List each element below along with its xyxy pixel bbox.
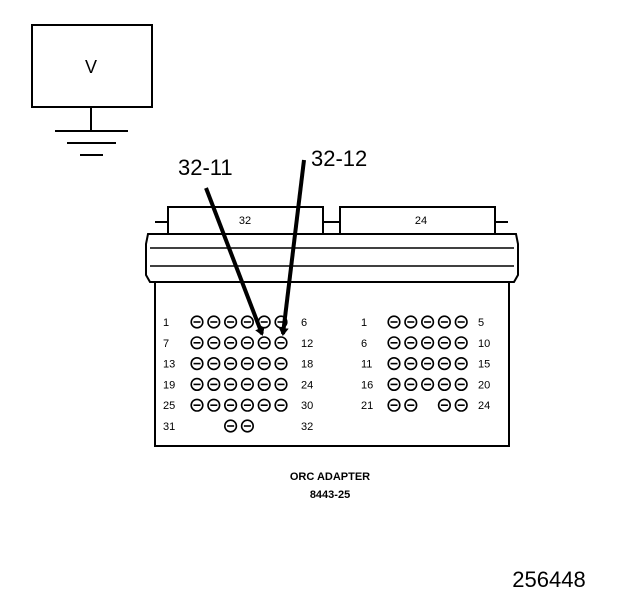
callout-32-11: 32-11 [178, 155, 233, 180]
pin [190, 336, 204, 350]
pin-row-end-label: 30 [301, 400, 313, 412]
pin-row-start-label: 31 [163, 421, 175, 433]
pin-row-start-label: 13 [163, 359, 175, 371]
pin [240, 419, 254, 433]
adapter-rim [145, 233, 519, 283]
pin-row-start-label: 19 [163, 379, 175, 391]
pin-row-end-label: 12 [301, 338, 313, 350]
voltmeter-label: V [85, 57, 97, 77]
probe-arrow-32-11 [204, 187, 265, 336]
pin [421, 377, 435, 392]
pin [224, 377, 238, 392]
pin-row-end-label: 32 [301, 421, 313, 433]
pin-grid-left: 1 6 7 12 13 18 19 24 25 30 31 32 [163, 315, 313, 433]
pin [274, 377, 288, 392]
pin [240, 377, 254, 392]
pin [240, 315, 254, 329]
pin-row-end-label: 18 [301, 359, 313, 371]
pin-row-start-label: 11 [361, 359, 372, 371]
pin [224, 419, 238, 433]
pin [404, 315, 418, 329]
pin-row-start-label: 6 [361, 338, 367, 350]
pin-row-start-label: 1 [361, 317, 367, 329]
pin [274, 398, 288, 412]
pin-row-end-label: 5 [478, 317, 484, 329]
pin [421, 336, 435, 350]
pin [240, 398, 254, 412]
pin [454, 377, 468, 392]
pin [437, 315, 452, 329]
connector-header-left: 32 [239, 215, 251, 227]
pin [404, 357, 418, 371]
pin [224, 398, 238, 412]
pin [190, 357, 204, 371]
pin [387, 398, 401, 412]
pin [387, 315, 401, 329]
pin [404, 398, 418, 412]
adapter-name: ORC ADAPTER [290, 471, 370, 483]
pin [437, 357, 452, 371]
callout-32-12: 32-12 [311, 146, 367, 171]
voltmeter: V [31, 24, 153, 156]
pin [257, 357, 271, 371]
connector-header-right: 24 [415, 215, 427, 227]
pin [437, 336, 452, 350]
pin [421, 315, 435, 329]
figure-number: 256448 [512, 567, 585, 592]
pin [257, 336, 271, 350]
pin [240, 357, 254, 371]
pin-row-start-label: 25 [163, 400, 175, 412]
pin [190, 315, 204, 329]
pin [274, 357, 288, 371]
ground-icon [55, 107, 128, 156]
pin [224, 336, 238, 350]
pin-row-start-label: 7 [163, 338, 169, 350]
pin-row-start-label: 21 [361, 400, 373, 412]
pin-row-end-label: 24 [301, 379, 313, 391]
pin [224, 315, 238, 329]
pin-row-end-label: 10 [478, 338, 490, 350]
pin [207, 398, 221, 412]
pin-row-start-label: 1 [163, 317, 169, 329]
probe-arrow-32-12 [278, 159, 306, 336]
voltmeter-box [31, 24, 153, 108]
pin [207, 336, 221, 350]
pin-row-end-label: 24 [478, 400, 490, 412]
pin [437, 398, 452, 412]
adapter-part-number: 8443-25 [310, 489, 350, 501]
pin [274, 336, 288, 350]
pin [454, 315, 468, 329]
pin [240, 336, 254, 350]
pin [257, 398, 271, 412]
pin-row-start-label: 16 [361, 379, 373, 391]
pin [421, 357, 435, 371]
pin-row-end-label: 20 [478, 379, 490, 391]
pin [454, 336, 468, 350]
pin [404, 377, 418, 392]
pin [404, 336, 418, 350]
pin [207, 377, 221, 392]
pin [190, 398, 204, 412]
pin [437, 377, 452, 392]
pin [207, 357, 221, 371]
pin [454, 357, 468, 371]
pin [387, 377, 401, 392]
probe-arrows [204, 159, 306, 336]
pin-row-end-label: 15 [478, 359, 490, 371]
pin [207, 315, 221, 329]
pin-row-end-label: 6 [301, 317, 307, 329]
pin [387, 357, 401, 371]
pin [190, 377, 204, 392]
pin [257, 377, 271, 392]
pin [224, 357, 238, 371]
pin [387, 336, 401, 350]
pin [454, 398, 468, 412]
connector-housing-right [339, 206, 496, 238]
